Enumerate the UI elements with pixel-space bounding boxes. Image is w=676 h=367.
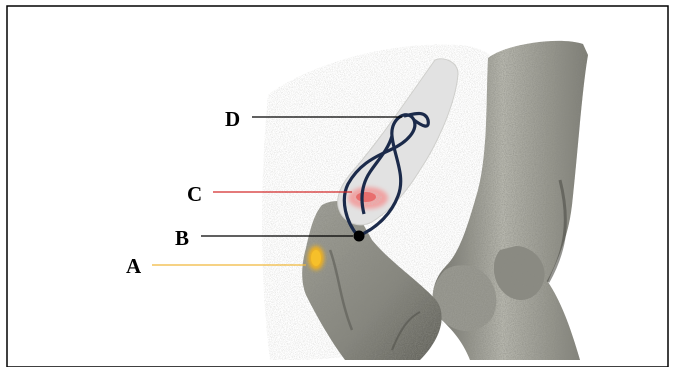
point-b — [354, 231, 365, 242]
label-c: C — [187, 182, 202, 206]
label-d: D — [225, 107, 240, 131]
marker-a-core — [311, 250, 321, 266]
marker-c — [348, 187, 388, 209]
label-b: B — [175, 226, 189, 250]
label-a: A — [126, 254, 142, 278]
